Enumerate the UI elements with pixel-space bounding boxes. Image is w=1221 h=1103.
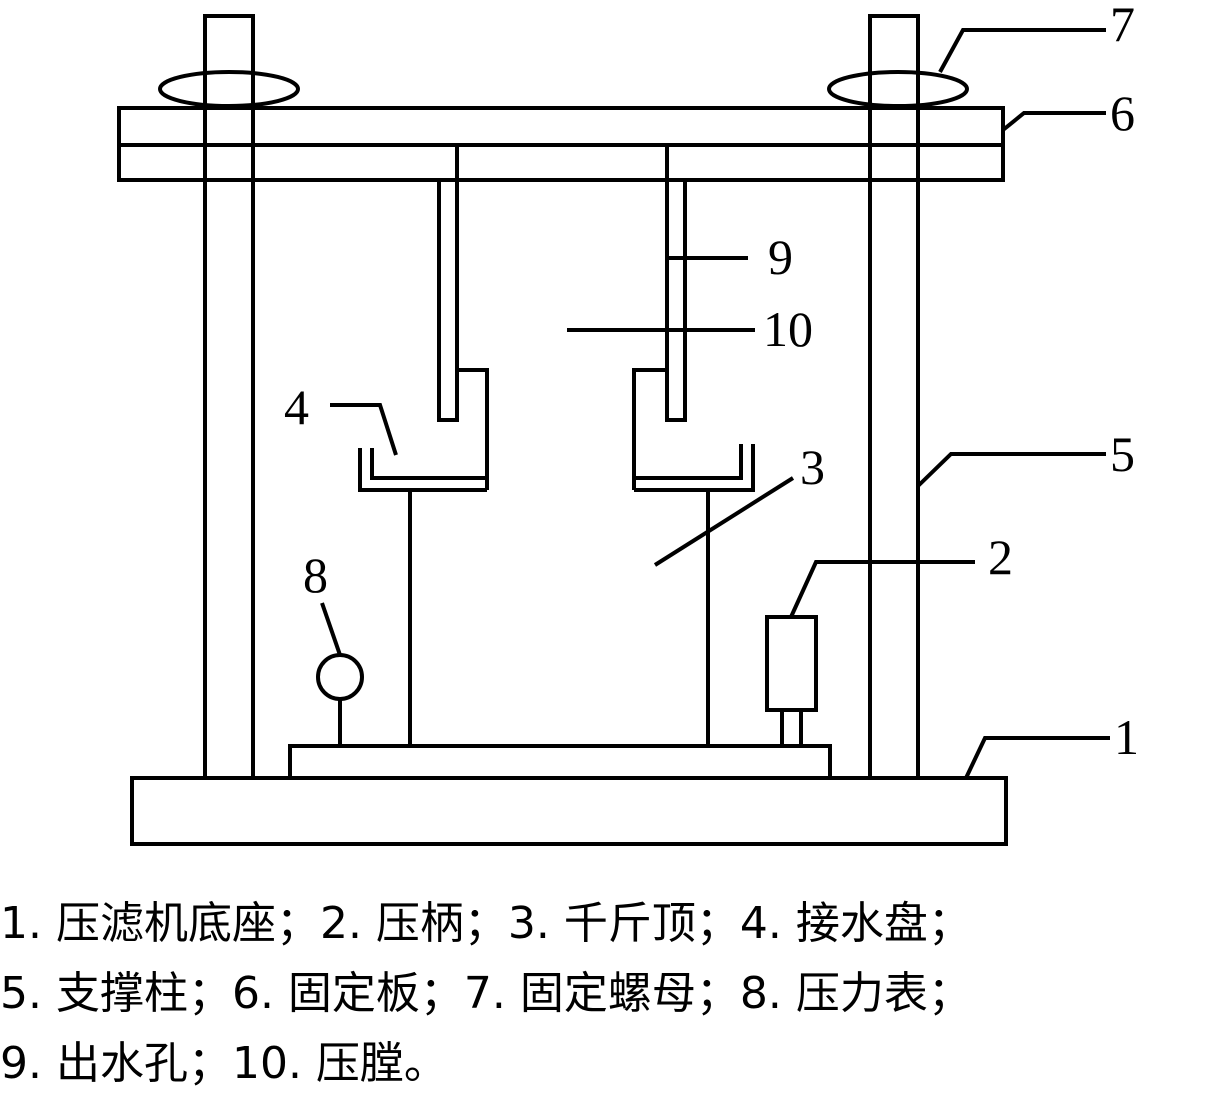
press-chamber-outer (437, 180, 489, 490)
label-5: 5 (1110, 426, 1135, 482)
right-nut (827, 70, 969, 108)
leader-6 (1001, 111, 1106, 132)
leader-5 (916, 452, 1106, 488)
platform-rect (288, 744, 832, 780)
leader-3 (653, 476, 795, 567)
label-9: 9 (768, 229, 793, 285)
right-tray (634, 444, 755, 492)
leader-2 (789, 560, 975, 618)
caption-line-1: 1. 压滤机底座；2. 压柄；3. 千斤顶；4. 接水盘； (0, 898, 972, 949)
left-tray (358, 448, 487, 492)
filter-press-diagram: 1 2 3 4 5 6 7 8 9 10 (117, 0, 1139, 846)
label-3: 3 (800, 439, 825, 495)
label-1: 1 (1114, 709, 1139, 765)
leader-8 (320, 602, 342, 656)
left-nut (158, 70, 300, 108)
leader-4 (330, 403, 398, 456)
right-column (868, 14, 920, 780)
caption-line-2: 5. 支撑柱；6. 固定板；7. 固定螺母；8. 压力表； (0, 968, 972, 1019)
leader-7 (938, 28, 1106, 73)
label-8: 8 (303, 547, 328, 603)
label-2: 2 (988, 529, 1013, 585)
caption-line-3: 9. 出水孔；10. 压膛。 (0, 1038, 448, 1089)
press-handle-body (765, 615, 818, 712)
label-4: 4 (284, 379, 309, 435)
label-7: 7 (1110, 0, 1135, 52)
left-column (203, 14, 255, 780)
label-10: 10 (763, 301, 813, 357)
base-rect (130, 776, 1008, 846)
pressure-gauge (316, 653, 364, 701)
press-chamber-outer-right (632, 180, 687, 490)
label-6: 6 (1110, 85, 1135, 141)
press-handle-stem (780, 708, 803, 748)
leader-1 (964, 736, 1110, 779)
